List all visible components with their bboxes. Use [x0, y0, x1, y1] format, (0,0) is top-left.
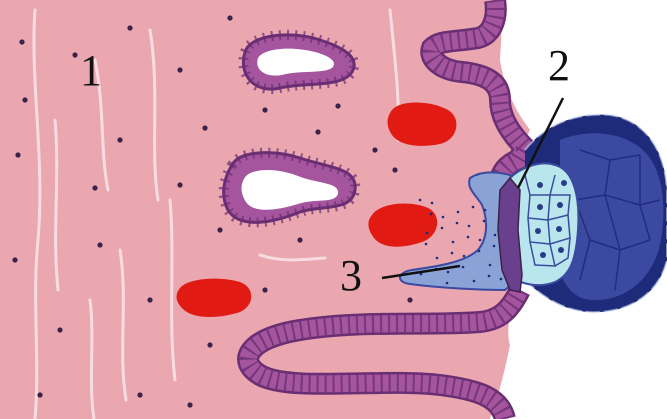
syncytium-dot — [494, 234, 497, 237]
label-3: 3 — [340, 251, 362, 300]
syncytium-dot — [483, 220, 486, 223]
syncytium-dot — [447, 271, 450, 274]
stroma-nucleus — [262, 287, 267, 292]
syncytium-dot — [442, 216, 445, 219]
syncytium-dot — [473, 280, 476, 283]
syncytium-dot — [430, 213, 433, 216]
syncytium-dot — [467, 236, 470, 239]
stroma-nucleus — [392, 167, 397, 172]
syncytium-dot — [479, 239, 482, 242]
syncytium-dot — [431, 202, 434, 205]
stroma-nucleus — [227, 15, 232, 20]
stroma-nucleus — [335, 103, 340, 108]
syncytium-dot — [463, 255, 466, 258]
syncytium-dot — [446, 282, 449, 285]
stroma-nucleus — [407, 297, 412, 302]
syncytium-dot — [452, 241, 455, 244]
stroma-nucleus — [137, 392, 142, 397]
syncytium-dot — [488, 275, 491, 278]
syncytium-dot — [484, 209, 487, 212]
stroma-nucleus — [297, 237, 302, 242]
syncytium-dot — [425, 243, 428, 246]
syncytium-dot — [462, 266, 465, 269]
label-1: 1 — [80, 46, 102, 95]
syncytium-dot — [456, 222, 459, 225]
stroma-nucleus — [92, 185, 97, 190]
stroma-nucleus — [72, 52, 77, 57]
syncytium-dot — [500, 278, 503, 281]
stroma-nucleus — [177, 67, 182, 72]
stroma-nucleus — [202, 125, 207, 130]
syncytium-dot — [451, 252, 454, 255]
syncytium-dot — [478, 250, 481, 253]
syncytium-dot — [441, 227, 444, 230]
stroma-nucleus — [187, 402, 192, 407]
stroma-nucleus — [117, 137, 122, 142]
stroma-nucleus — [19, 39, 24, 44]
syncytium-dot — [493, 245, 496, 248]
syncytium-dot — [472, 206, 475, 209]
syncytium-dot — [489, 264, 492, 267]
red-blood-cell — [388, 103, 457, 146]
stroma-nucleus — [22, 97, 27, 102]
stroma-nucleus — [15, 152, 20, 157]
syncytium-dot — [436, 257, 439, 260]
syncytium-dot — [426, 232, 429, 235]
stroma-nucleus — [127, 25, 132, 30]
syncytium-dot — [457, 211, 460, 214]
stroma-nucleus — [372, 147, 377, 152]
syncytium-dot — [468, 225, 471, 228]
stroma-nucleus — [217, 227, 222, 232]
syncytium-dot — [419, 199, 422, 202]
stroma-nucleus — [57, 327, 62, 332]
stroma-nucleus — [207, 342, 212, 347]
stroma-nucleus — [262, 107, 267, 112]
red-blood-cell — [177, 279, 252, 317]
stroma-nucleus — [147, 297, 152, 302]
stroma-nucleus — [37, 392, 42, 397]
stroma-nucleus — [315, 129, 320, 134]
stroma-nucleus — [12, 257, 17, 262]
stroma-nucleus — [97, 242, 102, 247]
stroma-nucleus — [177, 182, 182, 187]
label-2: 2 — [548, 41, 570, 90]
